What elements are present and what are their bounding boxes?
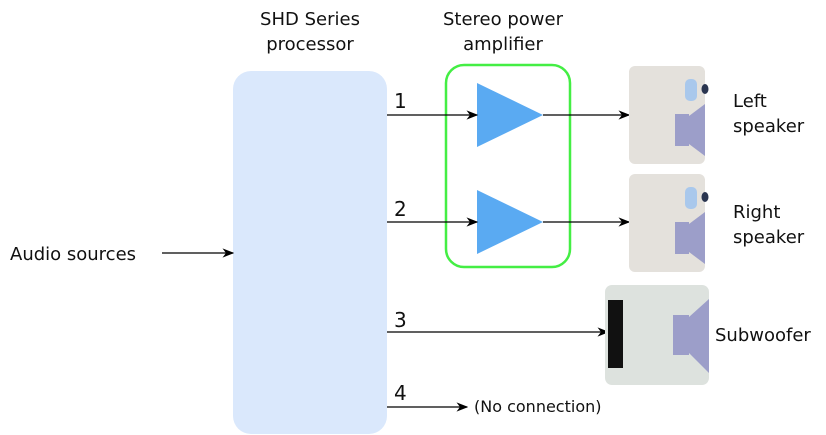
left-speaker-label-line2: speaker (733, 116, 805, 137)
amplifier-channel-1-triangle (477, 83, 543, 147)
amplifier-title-line2: amplifier (463, 34, 543, 55)
subwoofer-label: Subwoofer (715, 325, 811, 346)
channel-4-number: 4 (394, 381, 407, 405)
processor-block (233, 71, 387, 434)
right-speaker-label-line1: Right (733, 202, 780, 223)
amplifier-channel-2-triangle (477, 190, 543, 254)
subwoofer-icon (605, 285, 709, 385)
no-connection-label: (No connection) (474, 397, 601, 416)
processor-title-line2: processor (266, 34, 354, 55)
channel-2-number: 2 (394, 197, 407, 221)
right-speaker-label-line2: speaker (733, 227, 805, 248)
left-speaker-label-line1: Left (733, 91, 767, 112)
amplifier-block (444, 63, 572, 269)
left-speaker-icon (629, 66, 709, 164)
channel-1-number: 1 (394, 89, 407, 113)
processor-title-line1: SHD Series (260, 9, 360, 30)
amplifier-title-line1: Stereo power (443, 9, 564, 30)
audio-sources-label: Audio sources (10, 244, 136, 265)
channel-3-number: 3 (394, 308, 407, 332)
right-speaker-icon (629, 174, 709, 272)
